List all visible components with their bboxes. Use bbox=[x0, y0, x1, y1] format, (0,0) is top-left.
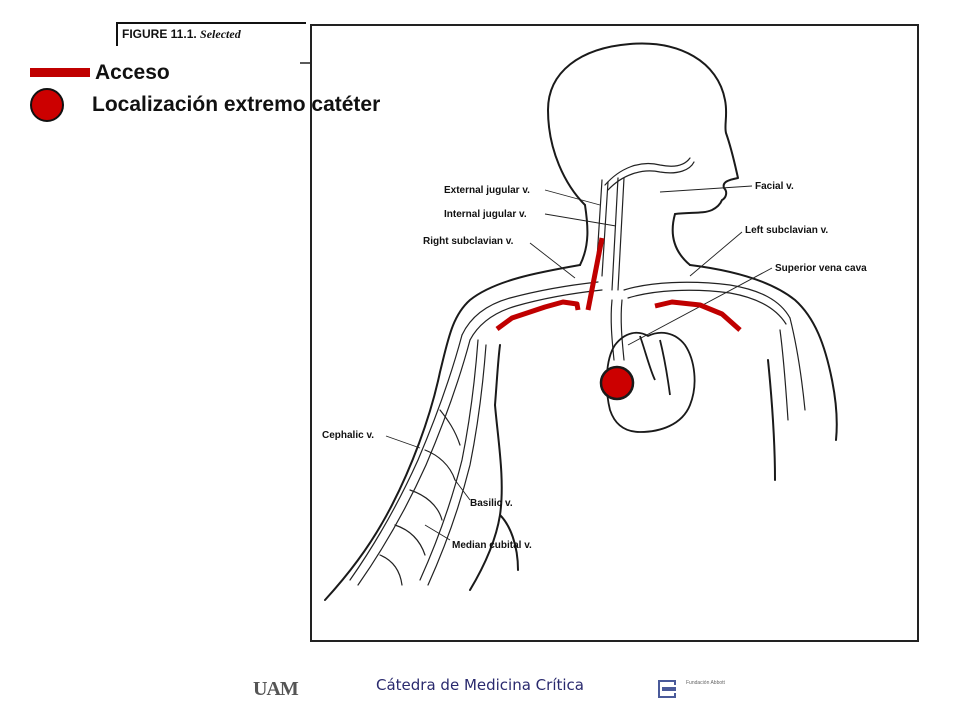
left-arm-vein bbox=[789, 317, 806, 411]
right-arm-outer bbox=[324, 264, 581, 601]
right-external-jugular-2 bbox=[601, 181, 609, 277]
heart-line bbox=[639, 335, 656, 381]
access-markers bbox=[495, 237, 742, 332]
leader-basilic bbox=[454, 479, 471, 501]
leader-median-cubital bbox=[424, 524, 451, 541]
neck-right bbox=[579, 204, 589, 266]
basilic-vein bbox=[419, 339, 479, 581]
label-internal-jugular: Internal jugular v. bbox=[444, 209, 527, 220]
leader-internal-jugular bbox=[544, 213, 617, 227]
vein-loop-3 bbox=[409, 489, 443, 521]
leader-external-jugular bbox=[544, 189, 601, 206]
head-outline bbox=[547, 42, 739, 215]
left-subclavian-2 bbox=[627, 289, 787, 325]
leader-right-subclavian bbox=[529, 242, 576, 279]
torso-right bbox=[494, 344, 501, 406]
label-basilic: Basilic v. bbox=[470, 498, 513, 509]
footer-title: Cátedra de Medicina Crítica bbox=[376, 676, 584, 694]
leader-cephalic bbox=[385, 435, 421, 449]
basilic-vein-2 bbox=[427, 344, 487, 586]
figure-caption-prefix: FIGURE 11.1. bbox=[122, 27, 197, 41]
facial-vein-2 bbox=[607, 161, 695, 191]
vein-loop-2 bbox=[424, 449, 456, 481]
uam-logo: UAM bbox=[253, 678, 299, 701]
legend-access-label: Acceso bbox=[95, 61, 170, 84]
body-outline bbox=[324, 42, 838, 601]
veins bbox=[349, 157, 806, 586]
svc-2 bbox=[620, 299, 625, 361]
left-arm-vein-2 bbox=[779, 329, 789, 421]
internal-jugular-2 bbox=[617, 177, 625, 291]
label-facial: Facial v. bbox=[755, 181, 794, 192]
label-superior-vena-cava: Superior vena cava bbox=[775, 263, 867, 274]
left-subclavian bbox=[623, 281, 791, 319]
access-right-subclavian bbox=[495, 299, 581, 332]
vein-loop-5 bbox=[379, 554, 403, 586]
left-shoulder bbox=[689, 264, 838, 441]
neck-left bbox=[671, 213, 691, 266]
vein-loop-4 bbox=[394, 524, 426, 556]
figure-frame bbox=[310, 24, 919, 642]
figure-caption-suffix: Selected bbox=[200, 27, 241, 41]
left-arm-inner bbox=[767, 359, 776, 481]
right-elbow-inner bbox=[499, 514, 519, 571]
svc bbox=[610, 299, 615, 361]
vein-loop-1 bbox=[439, 409, 461, 446]
legend-tip-swatch bbox=[30, 88, 64, 122]
heart bbox=[605, 331, 696, 433]
figure-caption: FIGURE 11.1. Selected bbox=[116, 22, 306, 46]
right-subclavian-2 bbox=[469, 289, 603, 341]
label-cephalic: Cephalic v. bbox=[322, 430, 374, 441]
legend-access-swatch bbox=[30, 68, 90, 77]
label-external-jugular: External jugular v. bbox=[444, 185, 530, 196]
abbott-logo-text: Fundación Abbott bbox=[686, 680, 725, 686]
label-left-subclavian: Left subclavian v. bbox=[745, 225, 828, 236]
right-subclavian bbox=[461, 281, 599, 336]
internal-jugular bbox=[611, 177, 619, 291]
uam-logo-text: UAM bbox=[253, 678, 299, 700]
catheter-tip-marker bbox=[599, 365, 635, 401]
cephalic-vein bbox=[349, 334, 463, 581]
leader-left-subclavian bbox=[689, 231, 743, 277]
leader-facial bbox=[659, 185, 753, 193]
legend-tip-label: Localización extremo catéter bbox=[92, 93, 381, 116]
facial-vein bbox=[604, 157, 691, 186]
label-right-subclavian: Right subclavian v. bbox=[423, 236, 514, 247]
heart-line-2 bbox=[659, 339, 671, 396]
label-median-cubital: Median cubital v. bbox=[452, 540, 532, 551]
abbott-logo-icon bbox=[658, 680, 676, 698]
cephalic-vein-2 bbox=[357, 339, 471, 586]
access-left-subclavian bbox=[654, 299, 742, 332]
heart-outline bbox=[605, 331, 696, 433]
access-jugular bbox=[585, 237, 605, 311]
